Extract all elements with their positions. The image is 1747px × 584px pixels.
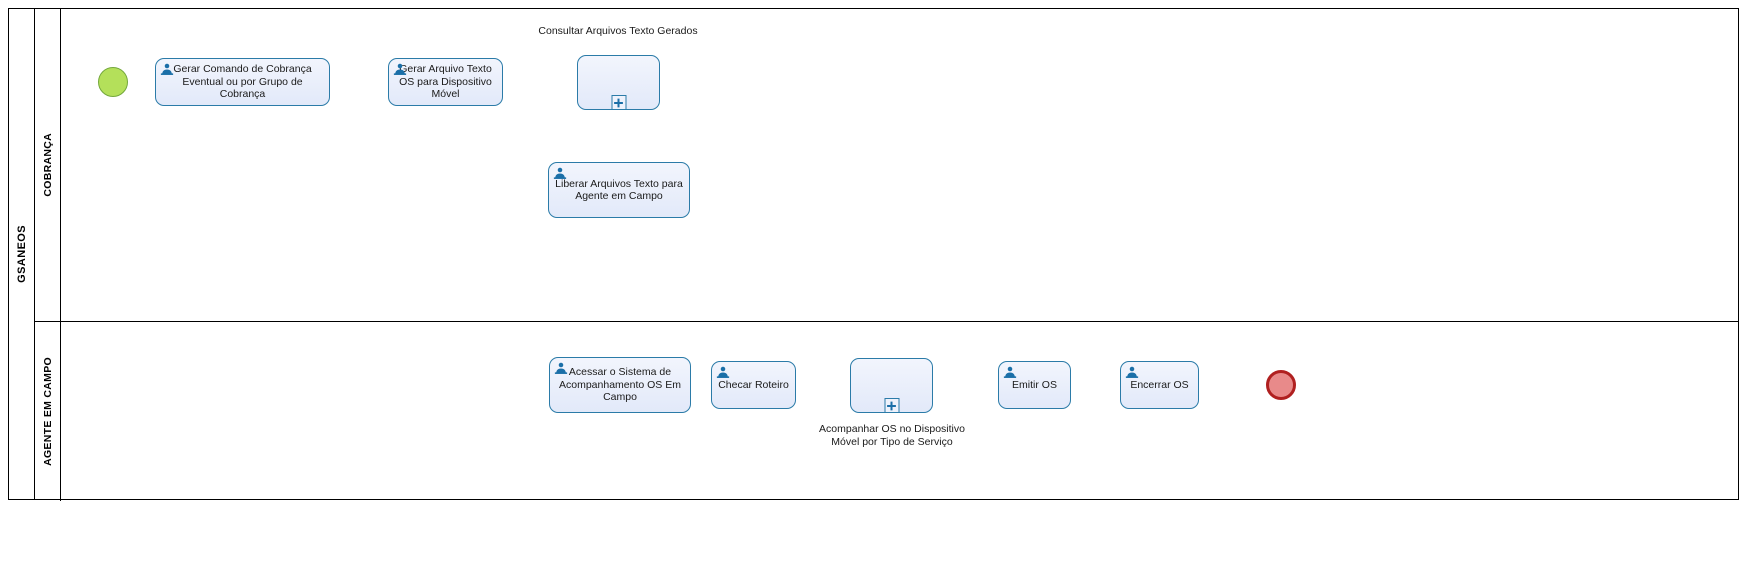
lane-divider bbox=[35, 321, 1738, 322]
subprocess-acompanhar-os[interactable] bbox=[850, 358, 933, 413]
user-task-icon bbox=[1125, 366, 1139, 378]
subprocess-consultar-label: Consultar Arquivos Texto Gerados bbox=[538, 25, 698, 37]
plus-collapsed-icon bbox=[611, 95, 626, 110]
lane-cobranca-label: COBRANÇA bbox=[41, 133, 54, 197]
task-label: Encerrar OS bbox=[1130, 378, 1189, 391]
start-event[interactable] bbox=[98, 67, 128, 97]
lane-agente-label: AGENTE EM CAMPO bbox=[41, 356, 54, 466]
task-checar-roteiro[interactable]: Checar Roteiro bbox=[711, 361, 796, 409]
lane-agente-em-campo: AGENTE EM CAMPO bbox=[35, 321, 1740, 501]
user-task-icon bbox=[1003, 366, 1017, 378]
subprocess-consultar-arquivos-texto-gerados[interactable] bbox=[577, 55, 660, 110]
task-emitir-os[interactable]: Emitir OS bbox=[998, 361, 1071, 409]
task-label: Gerar Comando de Cobrança Eventual ou po… bbox=[173, 63, 312, 101]
task-label: Emitir OS bbox=[1012, 378, 1057, 391]
pool-title: GSANEOS bbox=[15, 225, 28, 283]
pool-header: GSANEOS bbox=[9, 9, 35, 499]
task-gerar-arquivo-texto[interactable]: Gerar Arquivo Texto OS para Dispositivo … bbox=[388, 58, 503, 106]
task-liberar-arquivos-texto[interactable]: Liberar Arquivos Texto para Agente em Ca… bbox=[548, 162, 690, 218]
task-gerar-comando-de-cobranca[interactable]: Gerar Comando de Cobrança Eventual ou po… bbox=[155, 58, 330, 106]
task-label: Gerar Arquivo Texto OS para Dispositivo … bbox=[399, 63, 492, 101]
task-acessar-o-sistema[interactable]: Acessar o Sistema de Acompanhamento OS E… bbox=[549, 357, 691, 413]
subprocess-acompanhar-label: Acompanhar OS no Dispositivo Móvel por T… bbox=[819, 423, 965, 448]
lane-agente-header: AGENTE EM CAMPO bbox=[35, 321, 61, 501]
task-encerrar-os[interactable]: Encerrar OS bbox=[1120, 361, 1199, 409]
lane-cobranca: COBRANÇA bbox=[35, 9, 1740, 321]
user-task-icon bbox=[716, 366, 730, 378]
lane-cobranca-header: COBRANÇA bbox=[35, 9, 61, 321]
plus-collapsed-icon bbox=[884, 398, 899, 413]
end-event[interactable] bbox=[1266, 370, 1296, 400]
task-label: Liberar Arquivos Texto para Agente em Ca… bbox=[555, 177, 683, 203]
task-label: Checar Roteiro bbox=[718, 378, 789, 391]
task-label: Acessar o Sistema de Acompanhamento OS E… bbox=[559, 366, 681, 404]
